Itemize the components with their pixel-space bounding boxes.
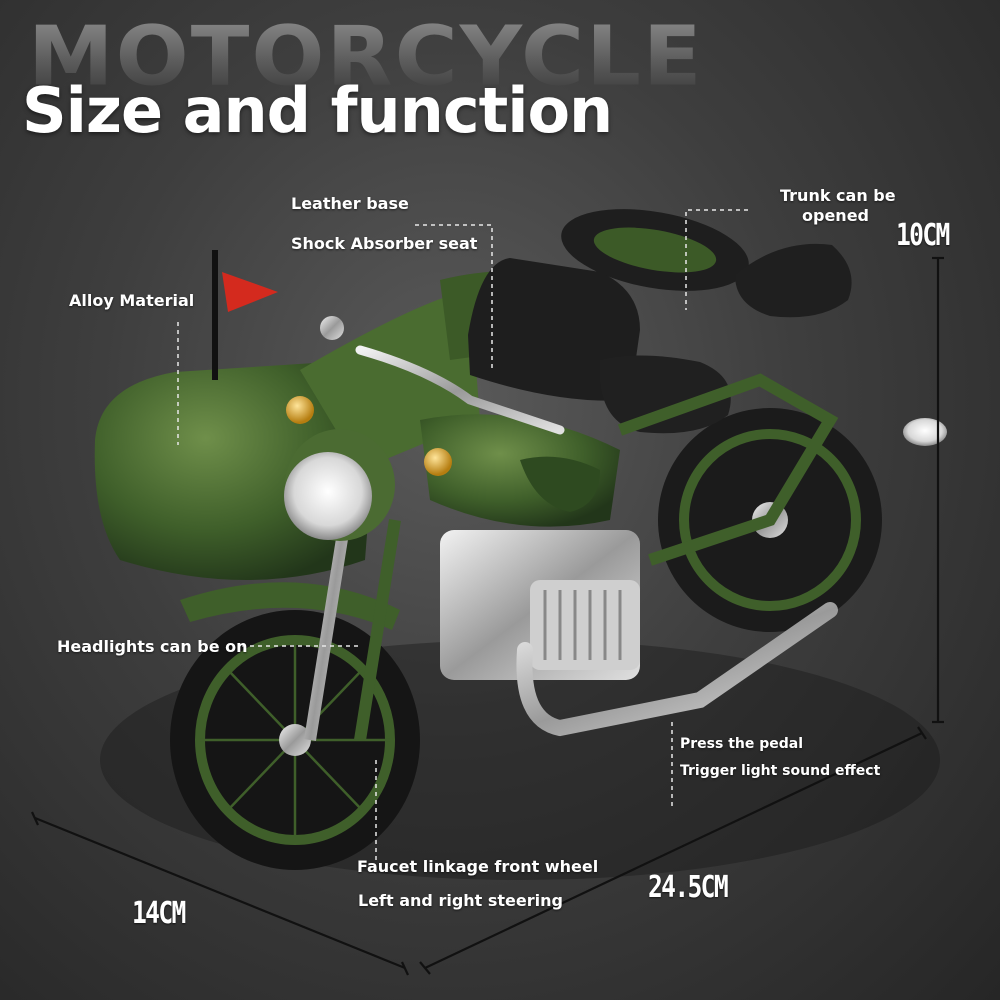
left-turn-signal	[286, 396, 314, 424]
front-fork	[180, 519, 401, 741]
callout-pedal-line1: Press the pedal	[680, 736, 804, 752]
callout-trunk-line1: Trunk can be	[780, 186, 896, 205]
callout-shock-seat: Shock Absorber seat	[291, 234, 478, 253]
page-title: Size and function	[22, 74, 613, 147]
flag	[212, 250, 278, 380]
exhaust-pipe	[516, 602, 838, 737]
rear-light	[903, 418, 947, 446]
headlight	[284, 429, 395, 541]
callout-faucet-line1: Faucet linkage front wheel	[357, 857, 599, 876]
callout-trunk-line2: opened	[802, 206, 869, 225]
callout-leather-base: Leather base	[291, 194, 409, 213]
callout-lines	[177, 209, 748, 860]
seats	[468, 243, 852, 434]
callout-faucet-line2: Left and right steering	[358, 891, 563, 910]
callout-alloy: Alloy Material	[69, 291, 195, 310]
front-wheel	[170, 610, 420, 870]
dimension-lines	[31, 256, 944, 976]
sidecar-light	[320, 316, 344, 340]
callout-pedal-line2: Trigger light sound effect	[680, 763, 881, 779]
dimension-length: 24.5CM	[648, 870, 729, 905]
engine	[440, 530, 640, 680]
dimension-width: 14CM	[132, 896, 186, 931]
handlebar	[355, 345, 565, 435]
frame	[420, 373, 839, 566]
callout-headlights: Headlights can be on	[57, 637, 248, 656]
right-turn-signal	[424, 448, 452, 476]
background-word: MOTORCYCLE	[28, 9, 704, 105]
dimension-height: 10CM	[896, 218, 950, 253]
